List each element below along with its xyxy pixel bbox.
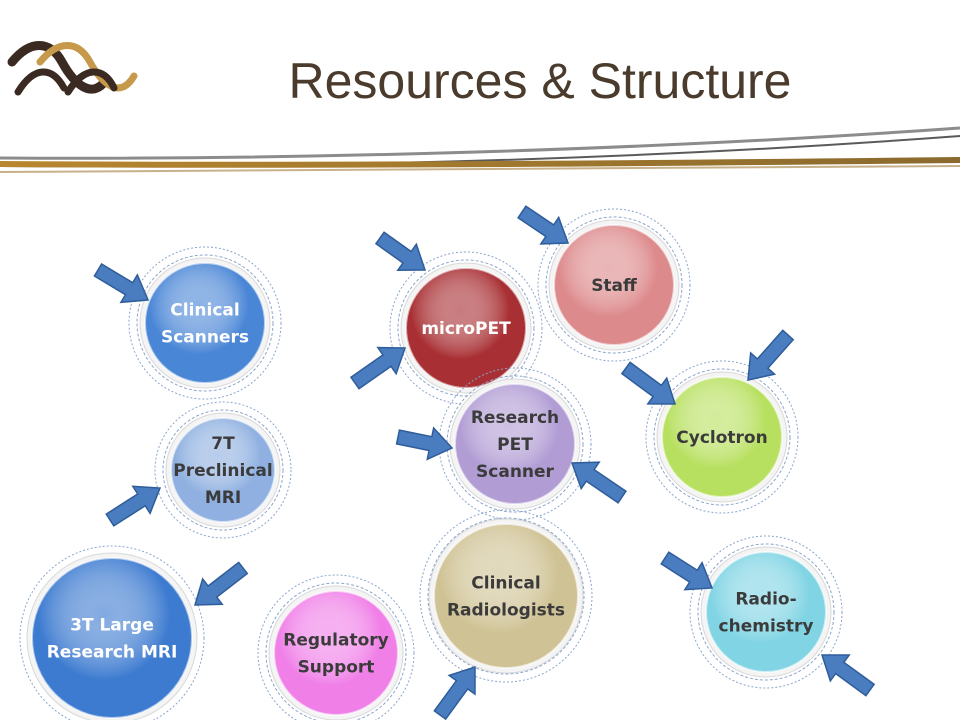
- node-label: Clinical: [170, 301, 239, 321]
- arrow-icon: [660, 551, 714, 591]
- node-ring: [154, 401, 292, 539]
- node-ring: [689, 535, 843, 689]
- arrow-icon: [105, 485, 162, 527]
- node-ring: [545, 216, 683, 354]
- arrow-icon: [620, 361, 677, 405]
- arrow-icon: [433, 665, 476, 720]
- arrow-icon: [747, 329, 795, 381]
- arrow-icon: [570, 461, 627, 504]
- node-ring: [697, 543, 835, 681]
- node-label: Cyclotron: [676, 428, 767, 448]
- node-label: Scanners: [161, 328, 249, 348]
- node-sheen: [433, 523, 579, 669]
- arrow-icon: [517, 205, 570, 245]
- node-sheen: [661, 376, 783, 498]
- node-ring: [136, 254, 274, 392]
- node-sheen: [405, 267, 527, 389]
- node-ring: [537, 208, 691, 362]
- node-label: Preclinical: [173, 461, 272, 481]
- slide-title: Resources & Structure: [288, 53, 792, 109]
- arrow-icon: [820, 654, 876, 697]
- node-ring: [257, 574, 415, 720]
- arrow-icon: [93, 262, 150, 304]
- node-label: Radio-: [735, 590, 796, 610]
- node-ring: [645, 360, 799, 514]
- node-ring: [389, 251, 543, 405]
- node-cyclotron: Cyclotron: [645, 360, 799, 514]
- node-ring: [427, 517, 585, 675]
- node-sheen: [705, 551, 827, 673]
- arrow-icon: [395, 426, 454, 461]
- node-ring: [265, 582, 407, 720]
- node-ring: [162, 409, 284, 531]
- node-sheen: [454, 383, 576, 505]
- arrow-icon: [349, 346, 407, 390]
- node-ring: [438, 367, 592, 521]
- node-sheen: [553, 224, 675, 346]
- arrow-icon: [193, 561, 249, 606]
- node-micropet: microPET: [389, 251, 543, 405]
- node-sheen: [273, 590, 399, 716]
- node-ring: [653, 368, 791, 506]
- node-label: Staff: [591, 276, 637, 296]
- node-label: MRI: [205, 488, 241, 508]
- node-ring: [446, 375, 584, 513]
- logo-icon: [7, 41, 138, 96]
- node-sheen: [31, 557, 193, 719]
- node-label: Support: [298, 658, 375, 678]
- node-label: PET: [497, 435, 533, 455]
- node-ring: [128, 246, 282, 400]
- node-ring: [419, 509, 593, 683]
- node-label: Scanner: [476, 462, 555, 482]
- node-label: Regulatory: [283, 631, 388, 651]
- node-label: Research: [471, 408, 559, 428]
- node-label: 3T Large: [70, 616, 154, 636]
- node-radio-chemistry: Radio-chemistry: [689, 535, 843, 689]
- node-ring: [19, 545, 205, 720]
- arrow-icon: [374, 231, 427, 272]
- node-label: Research MRI: [47, 643, 178, 663]
- node-label: Clinical: [471, 574, 540, 594]
- node-label: microPET: [421, 319, 511, 339]
- node-staff: Staff: [537, 208, 691, 362]
- node-sheen: [170, 417, 276, 523]
- node-sheen: [144, 262, 266, 384]
- node-ring: [397, 259, 535, 397]
- node-label: Radiologists: [447, 601, 565, 621]
- node-label: 7T: [211, 434, 235, 454]
- node-label: chemistry: [719, 617, 814, 637]
- header-swoosh: [0, 126, 960, 173]
